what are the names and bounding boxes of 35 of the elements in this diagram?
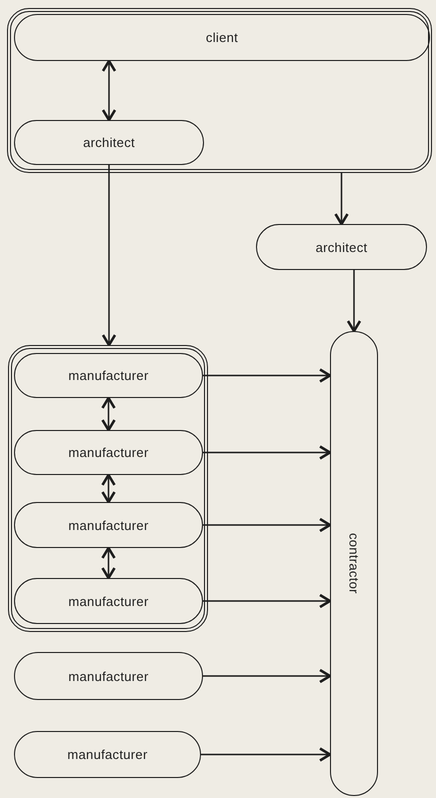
rounded-box xyxy=(14,731,201,778)
arrow xyxy=(101,396,116,432)
arrow xyxy=(203,518,332,532)
rounded-box xyxy=(14,120,204,165)
rounded-box xyxy=(256,224,427,270)
group-frame xyxy=(8,345,208,632)
arrow xyxy=(102,60,116,122)
box-label: manufacturer xyxy=(68,594,149,608)
arrow xyxy=(101,474,116,504)
arrow xyxy=(203,594,332,608)
arrow xyxy=(203,668,332,684)
arrow xyxy=(203,445,332,460)
arrow xyxy=(346,270,362,332)
rounded-box xyxy=(14,14,430,61)
arrow xyxy=(334,173,349,226)
box-label: manufacturer xyxy=(67,747,148,762)
box-label: architect xyxy=(83,135,135,150)
box-label: client xyxy=(206,30,238,45)
arrow xyxy=(203,368,332,383)
rounded-box xyxy=(330,331,378,796)
arrow xyxy=(102,165,116,346)
rounded-box xyxy=(14,652,203,700)
rounded-box xyxy=(14,502,203,548)
rounded-box xyxy=(14,578,203,624)
box-label: manufacturer xyxy=(68,668,149,684)
arrow xyxy=(201,747,332,762)
box-label: architect xyxy=(316,240,368,254)
box-label: manufacturer xyxy=(68,368,149,383)
box-label: manufacturer xyxy=(68,518,149,532)
box-label: contractor xyxy=(346,533,362,594)
arrow xyxy=(101,546,116,580)
group-frame xyxy=(7,8,432,173)
box-label: manufacturer xyxy=(68,445,149,460)
rounded-box xyxy=(14,430,203,475)
rounded-box xyxy=(14,353,203,398)
